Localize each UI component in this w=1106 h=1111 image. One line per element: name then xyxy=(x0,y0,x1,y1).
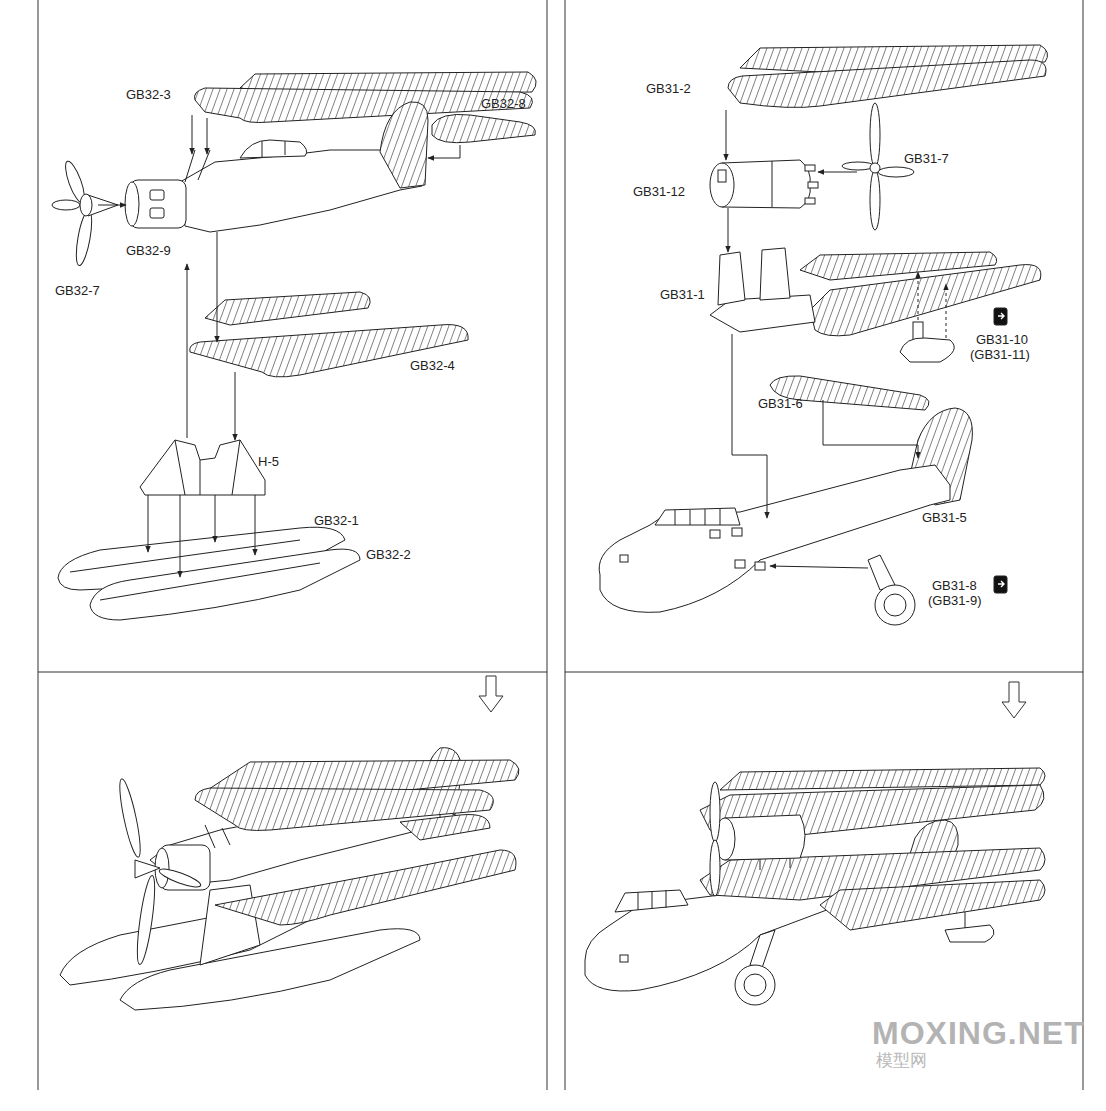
part-number: GB31-8 xyxy=(932,578,977,594)
part-number: GB31-2 xyxy=(646,81,691,97)
panel-frame xyxy=(38,0,1083,1090)
watermark: MOXING.NET xyxy=(872,1016,1085,1050)
part-number: GB31-6 xyxy=(758,396,803,412)
part-number: GB32-1 xyxy=(314,513,359,529)
part-number: GB32-3 xyxy=(126,87,171,103)
flying-boat-exploded xyxy=(599,45,1047,625)
flying-boat-assembled xyxy=(585,768,1045,1005)
part-number: (GB31-11) xyxy=(970,347,1030,363)
watermark: 模型网 xyxy=(876,1050,927,1070)
part-number: GB32-2 xyxy=(366,547,411,563)
part-number: (GB31-9) xyxy=(928,593,981,609)
seaplane-assembled xyxy=(60,748,519,1010)
part-number: H-5 xyxy=(258,454,279,470)
step-arrow xyxy=(479,676,1026,718)
part-number: GB32-9 xyxy=(126,243,171,259)
part-number: GB31-10 xyxy=(976,332,1028,348)
part-number: GB31-5 xyxy=(922,510,967,526)
part-number: GB32-7 xyxy=(55,283,100,299)
part-number: GB31-7 xyxy=(904,151,949,167)
seaplane-exploded xyxy=(52,72,536,620)
part-number: GB32-8 xyxy=(481,96,526,112)
part-number: GB31-1 xyxy=(660,287,705,303)
part-number: GB31-12 xyxy=(633,184,685,200)
part-number: GB32-4 xyxy=(410,358,455,374)
